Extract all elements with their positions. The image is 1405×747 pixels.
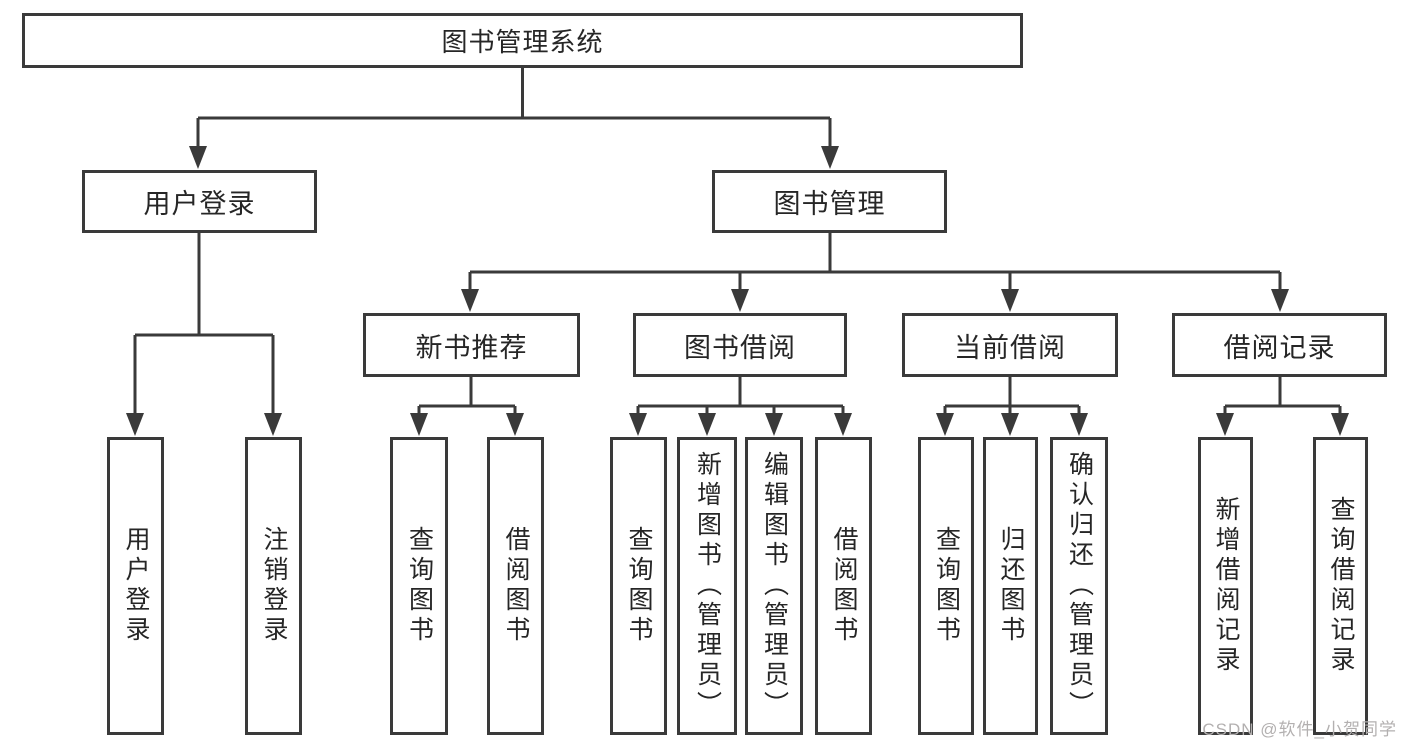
arrowhead xyxy=(506,413,524,436)
leaf-current-return-book: 归还图书 xyxy=(983,437,1038,735)
node-current-borrow: 当前借阅 xyxy=(902,313,1118,377)
arrowhead xyxy=(834,413,852,436)
arrowhead xyxy=(410,413,428,436)
arrowhead xyxy=(461,289,479,312)
arrowhead xyxy=(1331,413,1349,436)
node-new-book-recommend: 新书推荐 xyxy=(363,313,580,377)
arrowhead xyxy=(189,146,207,169)
node-root-library-system: 图书管理系统 xyxy=(22,13,1023,68)
leaf-user-login: 用户登录 xyxy=(107,437,164,735)
connector-user-login-to-leaves xyxy=(133,233,275,430)
arrowhead xyxy=(1001,413,1019,436)
node-book-borrow: 图书借阅 xyxy=(633,313,847,377)
arrowhead xyxy=(629,413,647,436)
csdn-watermark: CSDN @软件_小贺同学 xyxy=(1202,720,1397,739)
arrowhead-group xyxy=(126,146,1349,436)
arrowhead xyxy=(1216,413,1234,436)
node-user-login: 用户登录 xyxy=(82,170,317,233)
arrowhead xyxy=(731,289,749,312)
leaf-rec-borrow-book: 借阅图书 xyxy=(487,437,544,735)
arrowhead xyxy=(264,413,282,436)
leaf-record-add-record: 新增借阅记录 xyxy=(1198,437,1253,735)
leaf-record-query-record: 查询借阅记录 xyxy=(1313,437,1368,735)
arrowhead xyxy=(936,413,954,436)
arrowhead xyxy=(821,146,839,169)
arrowhead xyxy=(698,413,716,436)
connector-book-mgmt-to-level3 xyxy=(468,233,1282,306)
connector-new-book-rec-to-leaves xyxy=(417,377,517,430)
node-borrow-record: 借阅记录 xyxy=(1172,313,1387,377)
arrowhead xyxy=(1271,289,1289,312)
leaf-borrow-add-book-admin: 新增图书（管理员） xyxy=(677,437,737,735)
arrowhead xyxy=(126,413,144,436)
leaf-rec-query-book: 查询图书 xyxy=(390,437,448,735)
arrowhead xyxy=(1001,289,1019,312)
leaf-borrow-borrow-book: 借阅图书 xyxy=(815,437,872,735)
node-book-management: 图书管理 xyxy=(712,170,947,233)
leaf-current-query-book: 查询图书 xyxy=(918,437,974,735)
leaf-borrow-query-book: 查询图书 xyxy=(610,437,667,735)
arrowhead xyxy=(765,413,783,436)
connector-borrow-record-to-leaves xyxy=(1223,377,1342,430)
connector-book-borrow-to-leaves xyxy=(636,377,845,430)
arrowhead xyxy=(1070,413,1088,436)
leaf-logout: 注销登录 xyxy=(245,437,302,735)
leaf-borrow-edit-book-admin: 编辑图书（管理员） xyxy=(745,437,803,735)
leaf-current-confirm-return-admin: 确认归还（管理员） xyxy=(1050,437,1108,735)
connector-root-to-level2 xyxy=(196,68,832,164)
